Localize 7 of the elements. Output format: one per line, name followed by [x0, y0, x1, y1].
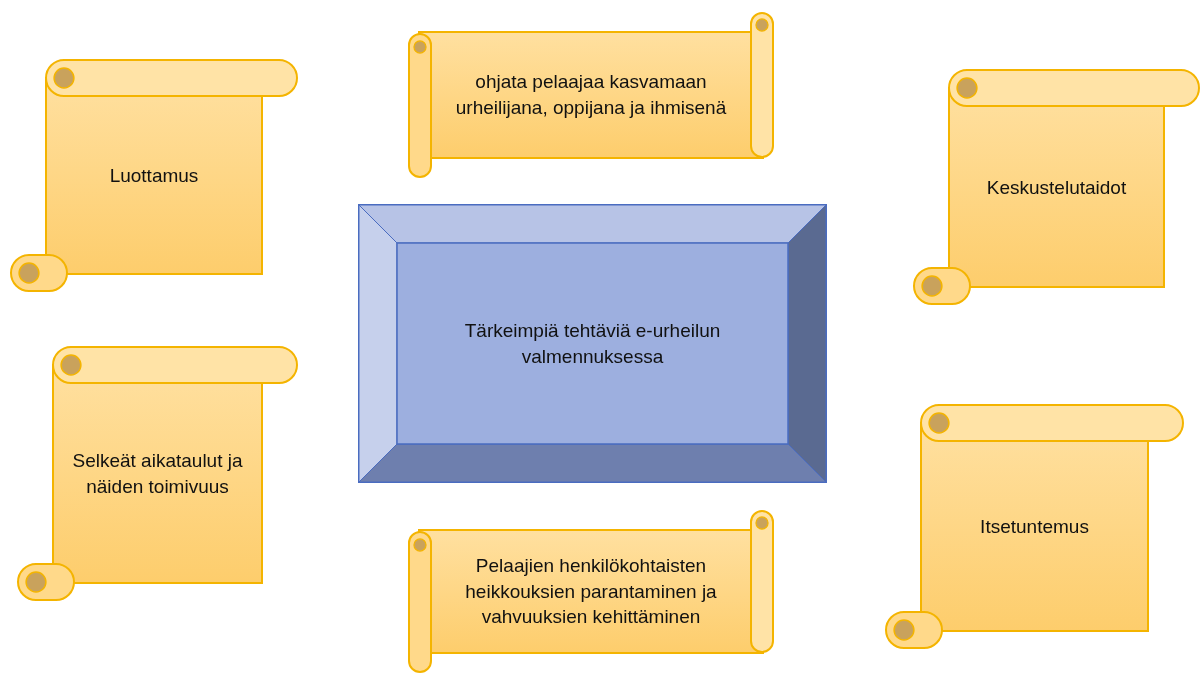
- scroll-text: Pelaajien henkilökohtaisten heikkouksien parantaminen ja vahvuuksien kehittäminen: [464, 554, 718, 630]
- scroll-text: Keskustelutaidot: [986, 175, 1127, 200]
- scroll-text: ohjata pelaajaa kasvamaan urheilijana, oppijana ja ihmisenä: [454, 70, 728, 120]
- scroll-text: Itsetuntemus: [980, 515, 1089, 540]
- scroll-text: Selkeät aikataulut ja näiden toimivuus: [71, 449, 244, 499]
- center-title: Tärkeimpiä tehtäviä e-urheilun valmennuksessa: [463, 318, 722, 369]
- scroll-text: Luottamus: [109, 164, 199, 189]
